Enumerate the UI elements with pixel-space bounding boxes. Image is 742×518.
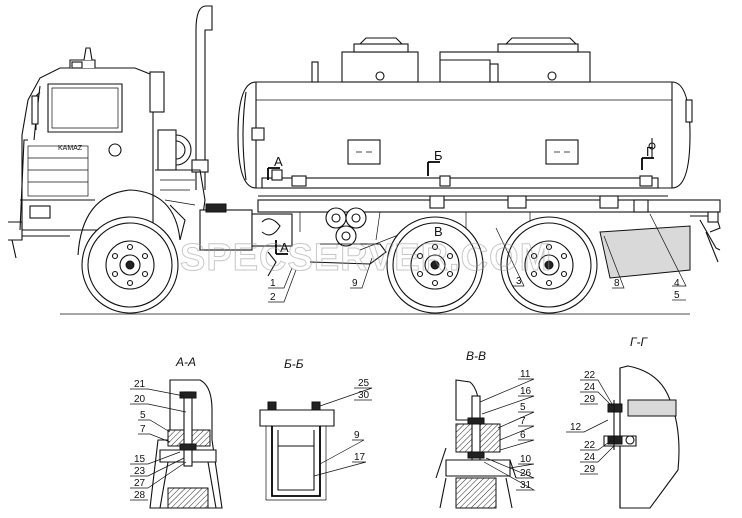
callout-4: 4 xyxy=(674,278,680,289)
aa-label-28: 28 xyxy=(134,490,146,501)
section-marker-a-bottom: А xyxy=(275,240,289,255)
section-marker-a-top: А xyxy=(267,154,283,180)
section-a-a-title: А-А xyxy=(175,355,196,369)
exhaust-pipe xyxy=(191,5,213,190)
tank-cradle xyxy=(257,169,721,241)
section-marker-g: Г xyxy=(641,144,654,170)
section-g-g-title: Г-Г xyxy=(630,335,649,349)
vv-label-31: 31 xyxy=(520,480,532,491)
gg-label-29-b: 29 xyxy=(584,464,596,475)
main-callouts: 1 2 9 3 8 4 5 xyxy=(268,213,687,303)
vv-label-7: 7 xyxy=(520,416,526,427)
aa-label-7: 7 xyxy=(140,424,146,435)
truck-cab: KAMAZ xyxy=(19,47,165,231)
section-marker-v: В xyxy=(434,224,443,239)
bb-label-17: 17 xyxy=(354,452,366,463)
callout-1: 1 xyxy=(270,278,276,289)
gg-label-22-b: 22 xyxy=(584,440,596,451)
engine-compartment xyxy=(155,129,206,241)
aa-label-20: 20 xyxy=(134,394,146,405)
section-v-v-leaders: 11 16 5 7 6 10 26 31 xyxy=(479,369,536,491)
aa-label-15: 15 xyxy=(134,454,146,465)
section-b-b: Б-Б 25 30 9 17 xyxy=(259,357,373,501)
front-wheel-arch xyxy=(77,189,181,256)
bb-label-25: 25 xyxy=(358,378,370,389)
callout-2: 2 xyxy=(270,292,276,303)
front-bumper xyxy=(8,221,70,259)
callout-9: 9 xyxy=(352,278,358,289)
aa-label-23: 23 xyxy=(134,466,146,477)
section-mark-g: Г xyxy=(646,144,653,159)
vv-label-10: 10 xyxy=(520,454,532,465)
section-v-v: В-В 11 16 5 7 6 10 26 31 xyxy=(435,349,536,509)
gg-label-29-a: 29 xyxy=(584,394,596,405)
gg-label-22-a: 22 xyxy=(584,370,596,381)
callout-8: 8 xyxy=(614,278,620,289)
section-a-a-leaders: 21 20 5 7 15 23 27 28 xyxy=(130,379,187,501)
svg-text:KAMAZ: KAMAZ xyxy=(58,145,83,152)
rear-fender xyxy=(599,211,721,279)
callout-5: 5 xyxy=(674,290,680,301)
bb-label-30: 30 xyxy=(358,390,370,401)
gg-label-12: 12 xyxy=(570,422,582,433)
vv-label-5: 5 xyxy=(520,402,526,413)
front-wheel xyxy=(81,216,179,314)
section-b-b-title: Б-Б xyxy=(284,357,304,371)
pump-equipment xyxy=(199,203,407,277)
gg-label-24-a: 24 xyxy=(584,382,596,393)
vv-label-6: 6 xyxy=(520,430,526,441)
section-b-b-leaders: 25 30 9 17 xyxy=(313,378,373,477)
section-mark-a-2: А xyxy=(280,240,289,255)
rear-wheel-2 xyxy=(500,216,598,314)
section-g-g: Г-Г 22 24 29 12 22 24 29 xyxy=(566,335,680,509)
callout-3: 3 xyxy=(516,276,522,287)
aa-label-5: 5 xyxy=(140,410,146,421)
section-marker-b: Б xyxy=(427,148,443,176)
section-a-a: А-А 21 20 5 7 15 23 27 28 xyxy=(130,355,223,509)
section-v-v-title: В-В xyxy=(466,349,486,363)
fuel-tank xyxy=(237,37,693,189)
aa-label-21: 21 xyxy=(134,379,146,390)
watermark: SPECSERVER.COM xyxy=(180,237,552,279)
vv-label-26: 26 xyxy=(520,468,532,479)
vv-label-16: 16 xyxy=(520,386,532,397)
rear-wheel-1 xyxy=(386,216,484,314)
section-mark-v: В xyxy=(434,224,443,239)
aa-label-27: 27 xyxy=(134,478,146,489)
gg-label-24-b: 24 xyxy=(584,452,596,463)
section-mark-b: Б xyxy=(434,148,443,163)
section-mark-a: А xyxy=(274,154,283,169)
bb-label-9: 9 xyxy=(354,430,360,441)
vv-label-11: 11 xyxy=(520,369,531,380)
section-g-g-leaders: 22 24 29 12 22 24 29 xyxy=(566,370,615,475)
tanker-truck-side-view: KAMAZ xyxy=(8,5,721,315)
